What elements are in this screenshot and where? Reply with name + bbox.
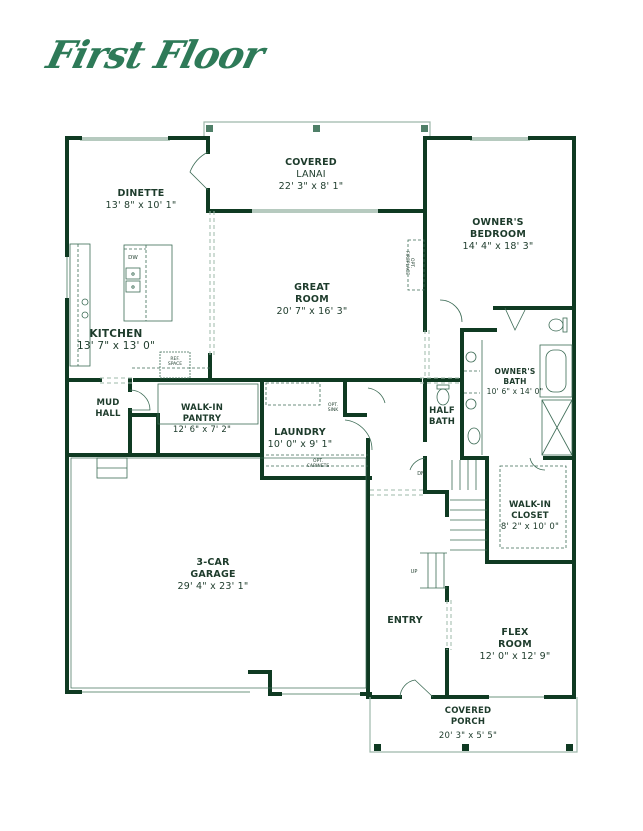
room-name: COVERED	[285, 157, 337, 168]
room-great-room: GREAT ROOM 20' 7" x 16' 3"	[277, 282, 348, 318]
room-name: OWNER'S	[472, 217, 524, 228]
porch-outline	[369, 697, 578, 753]
room-name: LANAI	[296, 169, 326, 180]
room-kitchen: KITCHEN 13' 7" x 13' 0"	[77, 328, 155, 352]
room-dims: 10' 0" x 9' 1"	[267, 439, 333, 450]
room-dims: 20' 3" x 5' 5"	[438, 731, 498, 741]
room-dims: 8' 2" x 10' 0"	[500, 522, 560, 532]
opt-cabinets-text: OPT.	[313, 459, 323, 464]
room-name: HALL	[95, 409, 121, 419]
room-name: 3-CAR	[196, 557, 230, 568]
room-dims: 14' 4" x 18' 3"	[462, 241, 534, 252]
fixtures	[69, 151, 573, 698]
room-dims: 22' 3" x 8' 1"	[278, 181, 344, 192]
ref-space-text: SPACE	[167, 362, 183, 367]
room-covered-porch: COVERED PORCH 20' 3" x 5' 5"	[439, 706, 497, 742]
ref-space-text: REF.	[170, 357, 180, 362]
room-dinette: DINETTE 13' 8" x 10' 1"	[106, 188, 177, 212]
room-name: OWNER'S	[494, 367, 536, 376]
room-dims: 12' 0" x 12' 9"	[479, 651, 551, 662]
room-name: CLOSET	[511, 511, 549, 521]
room-laundry: LAUNDRY 10' 0" x 9' 1"	[268, 427, 333, 451]
room-dims: 10' 6" x 14' 0"	[486, 387, 544, 396]
stairs-up-label: UP	[410, 569, 418, 575]
opt-sink-text: OPT.	[328, 403, 338, 408]
room-dims: 12' 6" x 7' 2"	[172, 425, 232, 435]
room-name: MUD	[96, 398, 120, 408]
room-covered-lanai: COVERED LANAI 22' 3" x 8' 1"	[279, 157, 344, 193]
room-walk-in-closet: WALK-IN CLOSET 8' 2" x 10' 0"	[501, 500, 559, 533]
room-name: KITCHEN	[89, 328, 143, 340]
opt-sink-text: SINK	[327, 408, 339, 413]
room-name: COVERED	[444, 706, 492, 716]
room-dims: 13' 7" x 13' 0"	[76, 340, 156, 352]
porch-columns	[374, 744, 573, 751]
room-owners-bath: OWNER'S BATH 10' 6" x 14' 0"	[487, 367, 544, 397]
opt-fireplace-text: OPT.	[409, 258, 415, 268]
room-name: WALK-IN	[508, 500, 552, 510]
opt-cabinets-text: CABINETS	[306, 464, 330, 469]
room-walk-in-pantry: WALK-IN PANTRY 12' 6" x 7' 2"	[173, 403, 231, 436]
room-mud-hall: MUD HALL	[95, 398, 120, 420]
room-name: GARAGE	[190, 569, 236, 580]
room-garage: 3-CAR GARAGE 29' 4" x 23' 1"	[178, 557, 249, 593]
room-entry: ENTRY	[387, 615, 423, 627]
room-half-bath: HALF BATH	[429, 406, 455, 428]
opt-fireplace-label: OPT. FIREPLACE	[404, 251, 414, 275]
room-dims: 13' 8" x 10' 1"	[105, 200, 177, 211]
windows	[66, 137, 546, 698]
ref-space-label: REF. SPACE	[168, 357, 182, 367]
room-name: DINETTE	[117, 188, 165, 199]
room-name: ROOM	[295, 294, 329, 305]
dishwasher-label: DW	[128, 255, 138, 261]
room-name: WALK-IN	[180, 403, 224, 413]
stairs-down-label: DN	[417, 471, 425, 477]
room-name: PORCH	[450, 717, 486, 727]
room-name: BATH	[503, 377, 527, 386]
room-name: ROOM	[498, 639, 532, 650]
room-name: BATH	[428, 417, 456, 427]
garage-outline	[70, 457, 367, 689]
openings	[100, 211, 460, 650]
room-dims: 20' 7" x 16' 3"	[276, 306, 348, 317]
opt-cabinets-label: OPT. CABINETS	[307, 459, 329, 469]
opt-fireplace-text: FIREPLACE	[404, 250, 410, 276]
lanai-outline	[203, 121, 431, 138]
room-flex-room: FLEX ROOM 12' 0" x 12' 9"	[480, 627, 551, 663]
walls	[65, 136, 576, 699]
room-name: BEDROOM	[470, 229, 526, 240]
lanai-columns	[206, 125, 428, 132]
room-dims: 29' 4" x 23' 1"	[177, 581, 249, 592]
room-name: PANTRY	[182, 414, 222, 424]
opt-sink-label: OPT. SINK	[328, 403, 339, 413]
room-name: GREAT	[294, 282, 330, 293]
room-name: FLEX	[501, 627, 529, 638]
room-name: LAUNDRY	[274, 427, 326, 438]
room-name: HALF	[429, 406, 455, 416]
room-owners-bedroom: OWNER'S BEDROOM 14' 4" x 18' 3"	[463, 217, 534, 253]
room-name: ENTRY	[387, 615, 423, 626]
